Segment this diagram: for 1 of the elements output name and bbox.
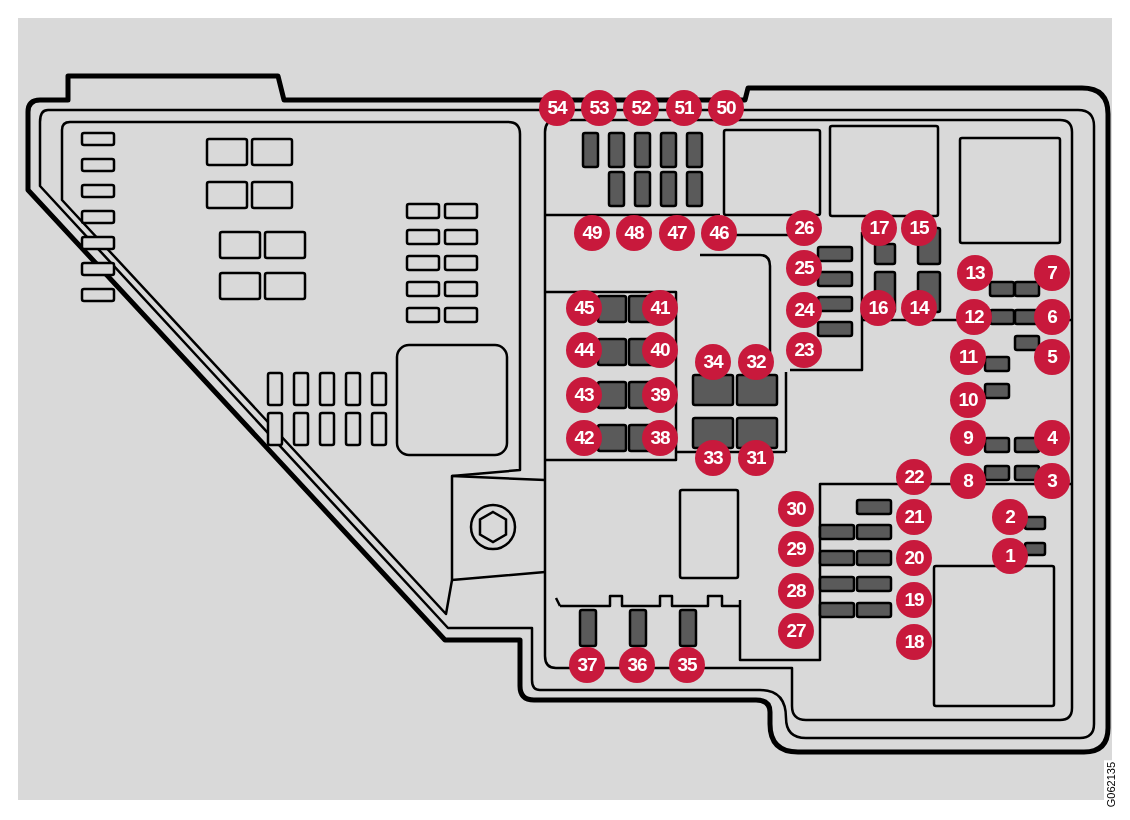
figure-code: G062135 xyxy=(1104,760,1118,810)
